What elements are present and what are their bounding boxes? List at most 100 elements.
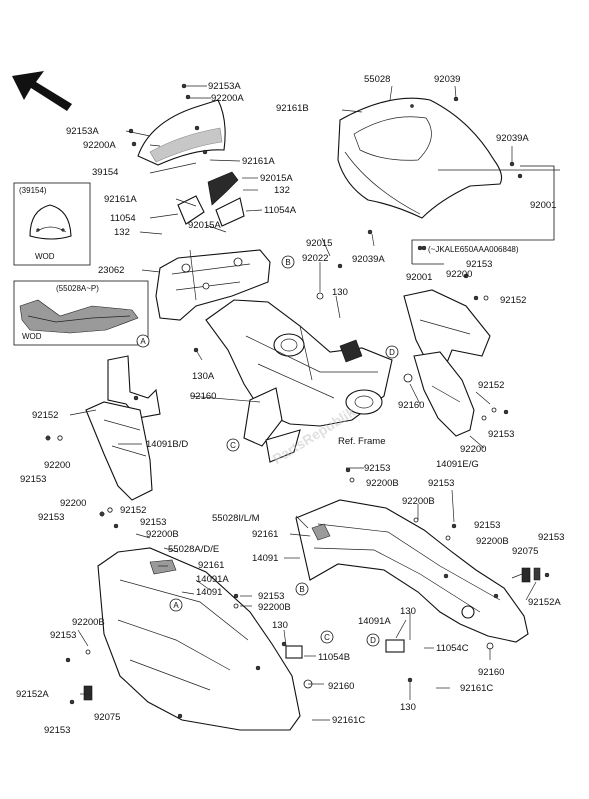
label-130-b: 130 — [272, 620, 288, 631]
label-92039A-2: 92039A — [352, 254, 385, 265]
callout-B-2: B — [295, 582, 309, 596]
label-130-a: 130 — [332, 287, 348, 298]
inset-cowl-caption: WOD — [22, 332, 42, 341]
svg-text:D: D — [389, 348, 395, 357]
label-92160-c: 92160 — [478, 667, 504, 678]
side-fairing-right — [295, 499, 529, 643]
label-92015A-2: 92015A — [188, 220, 221, 231]
label-11054B: 11054B — [318, 652, 350, 663]
svg-text:C: C — [230, 441, 236, 450]
callout-C-2: C — [320, 630, 334, 644]
label-92200A: 92200A — [211, 93, 244, 104]
leader-lines — [69, 85, 560, 721]
svg-text:A: A — [173, 601, 179, 610]
label-14091BD: 14091B/D — [146, 439, 188, 450]
label-92153-h: 92153 — [538, 532, 564, 543]
label-92161C: 92161C — [460, 683, 493, 694]
label-132-b: 132 — [114, 227, 130, 238]
label-92153-b: 92153 — [38, 512, 64, 523]
label-92039: 92039 — [434, 74, 460, 85]
label-14091A: 14091A — [196, 574, 229, 585]
callout-D-2: D — [366, 633, 380, 647]
label-92161A: 92161A — [242, 156, 275, 167]
ref-frame-label: Ref. Frame — [338, 436, 386, 447]
label-92015A: 92015A — [260, 173, 293, 184]
label-11054A: 11054A — [264, 205, 297, 216]
label-39154: 39154 — [92, 167, 118, 178]
label-92001: 92001 — [530, 200, 556, 211]
label-92152-c: 92152 — [500, 295, 526, 306]
inset-windshield-wod: (39154) WOD — [13, 182, 91, 266]
label-92161: 92161 — [252, 529, 278, 540]
side-fairing-left — [97, 547, 301, 731]
label-92200-a: 92200 — [44, 460, 70, 471]
label-11054: 11054 — [110, 213, 136, 224]
label-92160-b: 92160 — [398, 400, 424, 411]
label-92153-e: 92153 — [428, 478, 454, 489]
label-55028: 55028 — [364, 74, 390, 85]
label-92001-2: 92001 — [406, 272, 432, 283]
label-92161C-2: 92161C — [332, 715, 365, 726]
label-130A: 130A — [192, 371, 215, 382]
label-132-a: 132 — [274, 185, 290, 196]
label-92200-b: 92200 — [60, 498, 86, 509]
windshield-bracket — [177, 171, 245, 227]
label-92200B-4: 92200B — [146, 529, 179, 540]
label-92200A-2: 92200A — [83, 140, 116, 151]
label-92161-b: 92161 — [198, 560, 224, 571]
label-92152A-2: 92152A — [16, 689, 49, 700]
svg-text:C: C — [324, 633, 330, 642]
meter-cover-upper — [337, 97, 503, 219]
windshield — [137, 99, 226, 166]
callout-A-2: A — [169, 598, 183, 612]
label-92160-d: 92160 — [328, 681, 354, 692]
svg-text:D: D — [370, 636, 376, 645]
label-92153-a: 92153 — [20, 474, 46, 485]
label-92160-a: 92160 — [190, 391, 216, 402]
label-14091EG: 14091E/G — [436, 459, 479, 470]
label-130-c: 130 — [400, 606, 416, 617]
label-92200B-5: 92200B — [258, 602, 291, 613]
svg-text:B: B — [299, 585, 304, 594]
inner-panel-left — [85, 355, 161, 501]
front-direction-arrow — [12, 71, 72, 111]
label-92153-i: 92153 — [258, 591, 284, 602]
label-92153-j: 92153 — [50, 630, 76, 641]
label-92200: 92200 — [446, 269, 472, 280]
callout-C-1: C — [226, 438, 240, 452]
label-55028ADE: 55028A/D/E — [168, 544, 219, 555]
label-92153A-2: 92153A — [66, 126, 99, 137]
part-labels: 92153A 92200A 92153A 92200A 39154 92161A… — [16, 74, 564, 736]
label-92152-a: 92152 — [32, 410, 58, 421]
inset-windshield-partno: (39154) — [19, 186, 47, 195]
label-92152-d: 92152 — [478, 380, 504, 391]
label-92039A: 92039A — [496, 133, 529, 144]
label-92161B: 92161B — [276, 103, 309, 114]
label-92015: 92015 — [306, 238, 332, 249]
inset-windshield-caption: WOD — [35, 252, 55, 261]
callout-A-1: A — [136, 334, 150, 348]
label-92152A: 92152A — [528, 597, 561, 608]
inset-cowl-wod: (55028A~P) WOD — [13, 280, 149, 346]
label-14091A-2: 14091A — [358, 616, 391, 627]
frame-center: Ref. Frame — [205, 299, 393, 463]
label-92153-c: 92153 — [364, 463, 390, 474]
label-92075-b: 92075 — [94, 712, 120, 723]
label-92022: 92022 — [302, 253, 328, 264]
label-92200B: 92200B — [366, 478, 399, 489]
label-92153-k: 92153 — [44, 725, 70, 736]
label-14091: 14091 — [252, 553, 278, 564]
windshield-screws — [128, 83, 211, 147]
inset-cowl-partno: (55028A~P) — [56, 284, 99, 293]
serial-note: (~JKALE650AAA006848) — [428, 245, 519, 254]
label-92153-g: 92153 — [140, 517, 166, 528]
label-92161A-2: 92161A — [104, 194, 137, 205]
label-92153: 92153 — [466, 259, 492, 270]
label-130-d: 130 — [400, 702, 416, 713]
svg-text:A: A — [140, 337, 146, 346]
label-92153A: 92153A — [208, 81, 241, 92]
label-55028ILM: 55028I/L/M — [212, 513, 260, 524]
fasteners — [45, 245, 509, 705]
label-92200B-3: 92200B — [476, 536, 509, 547]
